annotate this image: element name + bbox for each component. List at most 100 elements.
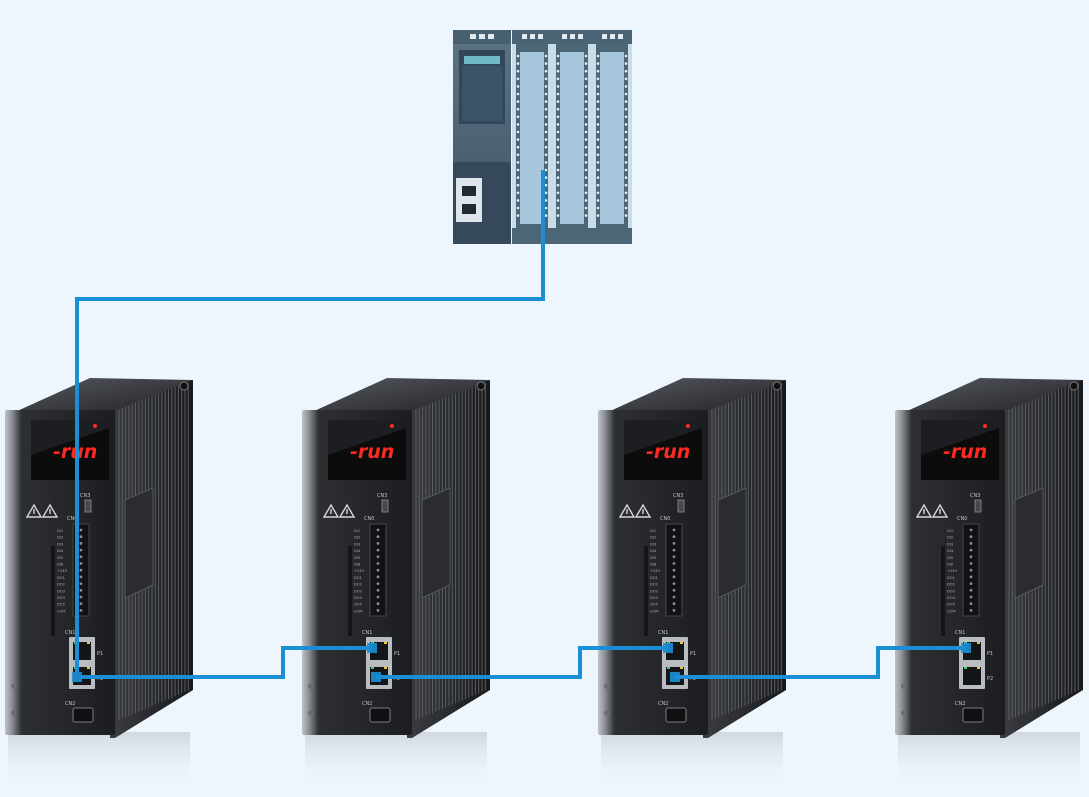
- plc-ethernet-port-1: [462, 186, 476, 196]
- cn0-terminal-pin: [79, 602, 83, 606]
- plc-io-terminal: [544, 62, 548, 65]
- drive-mounting-hole: [1069, 381, 1079, 391]
- cn0-io-label: DO3: [57, 589, 65, 593]
- plc-io-terminal: [544, 115, 548, 119]
- drive-screw: [11, 683, 17, 689]
- plc-io-terminal: [624, 107, 628, 111]
- drive-top-panel: [905, 378, 1083, 412]
- warning-triangle-icon: [634, 503, 652, 518]
- plc-io-terminal: [624, 130, 628, 134]
- plc-io-terminal: [596, 153, 600, 157]
- cn0-io-label: DI4: [354, 549, 361, 553]
- plc-io-terminal: [596, 183, 600, 187]
- p1-label: P1: [97, 651, 103, 657]
- drive-display-glare: [328, 420, 406, 455]
- plc-io-terminal: [556, 130, 560, 134]
- plc-io-terminal: [584, 168, 588, 172]
- plc-io-module-led: [522, 34, 527, 39]
- cn0-terminal-pin: [79, 548, 83, 552]
- cn0-io-label: DO3: [650, 589, 658, 593]
- plc-io-terminal: [596, 69, 600, 73]
- drive-display-glare: [921, 420, 999, 455]
- plc-io-terminal: [556, 138, 560, 141]
- cn0-io-label: DI5: [354, 556, 360, 560]
- plc-io-terminal: [584, 92, 588, 96]
- cn0-terminal-pin: [969, 588, 973, 592]
- cn0-io-label: DI3: [354, 542, 360, 546]
- plc-io-terminal: [624, 100, 628, 103]
- plc-io-terminal: [596, 145, 600, 149]
- cn0-io-label: DO1: [354, 576, 362, 580]
- cn0-label: CN0: [660, 516, 670, 522]
- plc-io-terminal: [516, 145, 520, 149]
- plc-io-terminal: [624, 85, 628, 88]
- p1-label: P1: [394, 651, 400, 657]
- plc-io-terminal: [584, 100, 588, 103]
- plc-io-terminal: [544, 168, 548, 172]
- p1-label: P1: [690, 651, 696, 657]
- plc-io-terminal: [596, 214, 600, 217]
- cn0-io-label: DI1: [947, 529, 953, 533]
- rj45-plug: [670, 672, 680, 682]
- cn2-label: CN2: [658, 701, 668, 707]
- plc-io-terminal: [584, 69, 588, 73]
- plc-io-module-window: [520, 52, 544, 224]
- plc-io-terminal: [516, 54, 520, 58]
- drive-display-readout: -run: [350, 441, 394, 463]
- cn3-label: CN3: [80, 493, 90, 499]
- cn0-terminal-pin: [79, 568, 83, 572]
- plc-cpu-header-leds: [470, 34, 494, 39]
- cn0-terminal-pin: [376, 595, 380, 599]
- ethernet-led-yellow: [680, 642, 683, 644]
- plc-io-terminal: [544, 130, 548, 134]
- plc-io-module-foot: [512, 228, 552, 244]
- cn0-terminal-pin: [376, 562, 380, 565]
- cn0-terminal-pin: [672, 548, 676, 552]
- network-cables-overlay: [75, 170, 966, 679]
- cn0-terminal-pin: [376, 582, 380, 585]
- plc-io-terminal: [624, 123, 628, 126]
- cn1-label: CN1: [658, 630, 668, 636]
- ethernet-led-yellow: [384, 642, 387, 644]
- ethernet-led-yellow: [977, 667, 980, 669]
- plc-io-terminal: [596, 115, 600, 119]
- drive-screw: [308, 710, 314, 716]
- drive-screw: [604, 683, 610, 689]
- drive-screw: [308, 683, 314, 689]
- drive-status-led: [93, 424, 97, 428]
- plc-io-terminal: [556, 161, 560, 164]
- warning-triangle-icon: [931, 503, 949, 518]
- plc-io-terminal: [544, 214, 548, 217]
- plc-io-terminal: [544, 92, 548, 96]
- cn0-terminal-pin: [969, 582, 973, 585]
- p1-label: P1: [987, 651, 993, 657]
- cn0-terminal-pin: [79, 575, 83, 579]
- cn0-terminal-pin: [79, 542, 83, 545]
- drive-front-slot: [644, 546, 648, 636]
- cn0-terminal-pin: [79, 595, 83, 599]
- drive-side-vent-panel: [1014, 487, 1044, 599]
- drive-mounting-hole: [476, 381, 486, 391]
- cn0-terminal-pin: [376, 568, 380, 572]
- rj45-plug: [663, 643, 673, 653]
- cn0-io-label: DO3: [354, 589, 362, 593]
- servo-drive-1: -runCN3CN0DI1DI2DI3DI4DI5DI6+24VDO1DO2DO…: [5, 378, 193, 790]
- plc-io-terminal: [584, 145, 588, 149]
- plc-io-terminal: [584, 161, 588, 164]
- servo-drive-2: -runCN3CN0DI1DI2DI3DI4DI5DI6+24VDO1DO2DO…: [302, 378, 490, 790]
- plc-io-terminal: [596, 168, 600, 172]
- cn0-terminal-pin: [672, 535, 676, 539]
- plc-io-terminal: [624, 92, 628, 96]
- cn0-io-label: +24V: [354, 569, 365, 573]
- cn2-label: CN2: [362, 701, 372, 707]
- cn0-io-label: DO4: [354, 596, 363, 600]
- plc-io-terminal: [556, 54, 560, 58]
- drive-mounting-hole: [772, 381, 782, 391]
- plc-io-terminal: [544, 153, 548, 157]
- plc-io-terminal: [556, 85, 560, 88]
- cn0-terminal-pin: [969, 555, 973, 559]
- plc-io-terminal: [596, 161, 600, 164]
- plc-io-terminal: [584, 214, 588, 217]
- plc-io-terminal: [624, 214, 628, 217]
- plc-io-terminal: [584, 85, 588, 88]
